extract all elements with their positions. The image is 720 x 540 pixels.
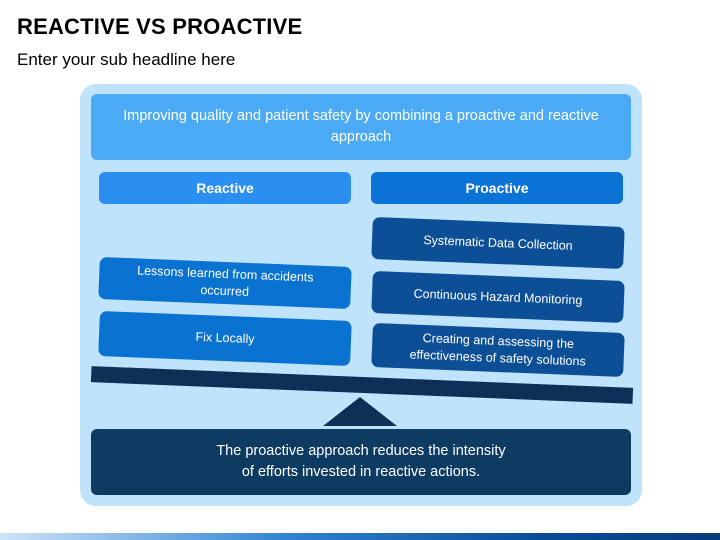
proactive-card-text: Creating and assessing the effectiveness… <box>409 330 587 369</box>
proactive-card-text: Systematic Data Collection <box>423 232 573 253</box>
proactive-header-label: Proactive <box>465 180 529 196</box>
reactive-card-text: Lessons learned from accidents occurred <box>136 263 314 299</box>
bottom-accent-bar <box>0 533 720 540</box>
reactive-card-text: Fix Locally <box>195 329 255 347</box>
diagram-headline-text: Improving quality and patient safety by … <box>123 108 599 145</box>
proactive-header: Proactive <box>371 172 623 204</box>
reactive-header-label: Reactive <box>196 180 254 196</box>
reactive-header: Reactive <box>99 172 351 204</box>
proactive-card-text: Continuous Hazard Monitoring <box>413 286 583 307</box>
diagram-footer-text: The proactive approach reduces the inten… <box>216 443 506 480</box>
balance-fulcrum <box>323 397 397 426</box>
diagram-footer: The proactive approach reduces the inten… <box>91 429 631 495</box>
diagram-headline: Improving quality and patient safety by … <box>91 94 631 160</box>
page-title: REACTIVE VS PROACTIVE <box>17 14 303 39</box>
page-subtitle: Enter your sub headline here <box>17 50 236 69</box>
